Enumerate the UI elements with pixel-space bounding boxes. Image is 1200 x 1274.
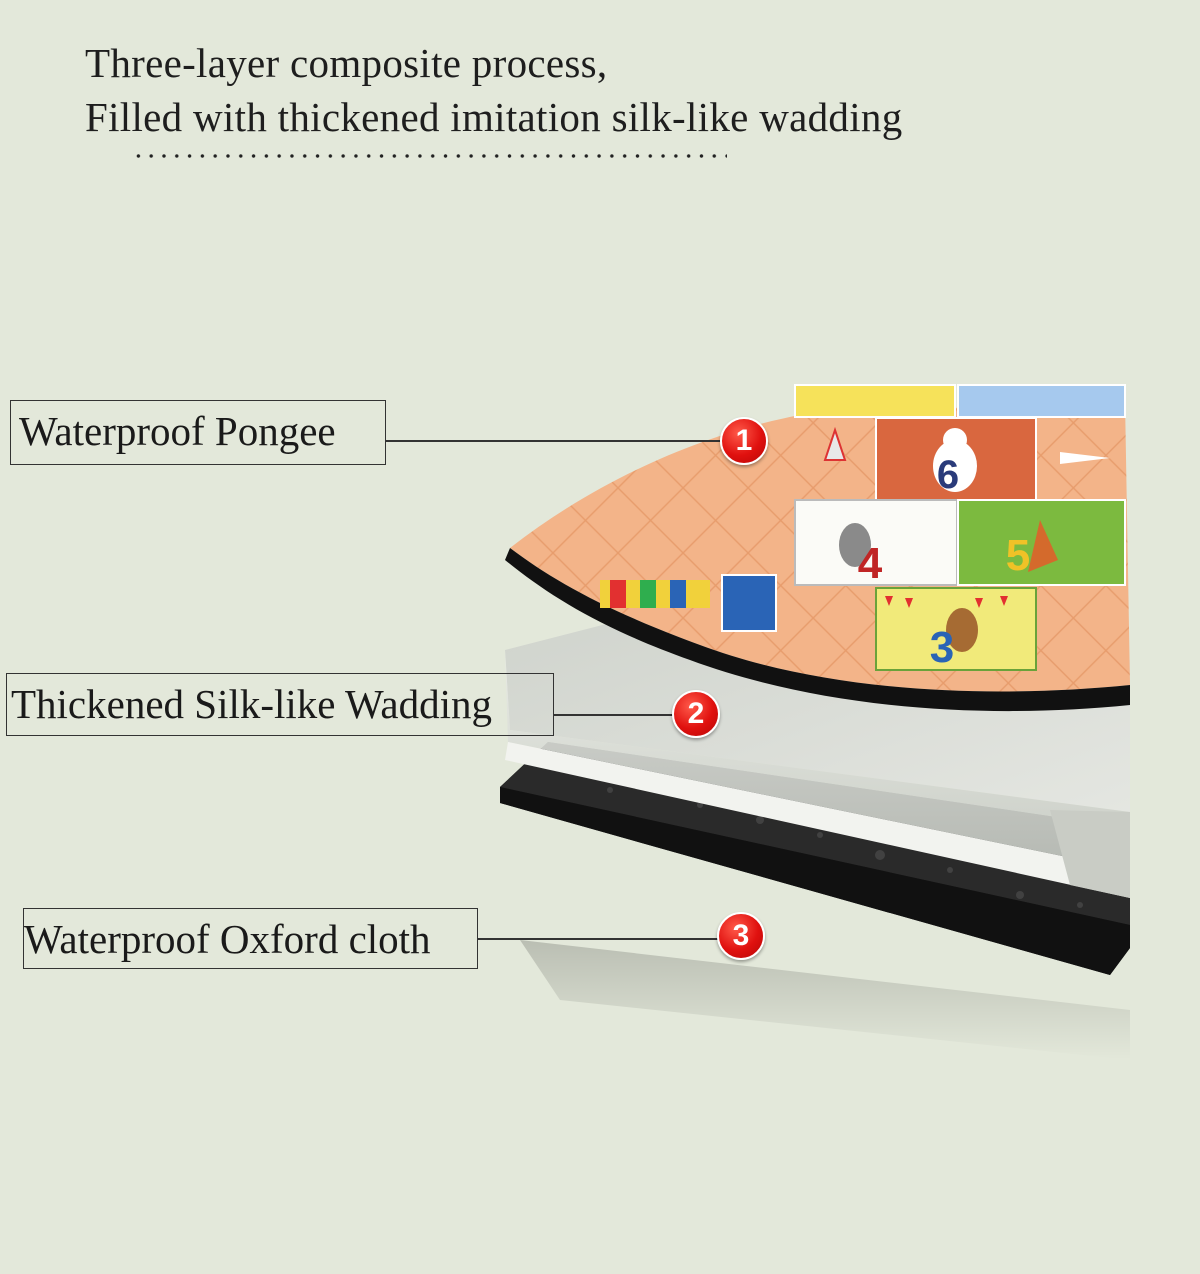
sloth-icon [839, 523, 871, 567]
fox-icon [1028, 520, 1058, 572]
tile-number-4: 4 [858, 539, 883, 588]
dotted-divider [132, 148, 727, 164]
plane-icon [1060, 452, 1110, 464]
tile-number-3: 3 [930, 623, 954, 672]
headline: Three-layer composite process, Filled wi… [85, 36, 903, 144]
rocket-icon [823, 426, 847, 461]
leader-line-2 [554, 714, 676, 716]
bear-cub-icon [946, 608, 978, 652]
tile-number-5: 5 [1006, 531, 1030, 580]
tile-number-6: 6 [937, 453, 959, 497]
bear-icon [933, 428, 977, 492]
label-waterproof-pongee: Waterproof Pongee [10, 400, 386, 465]
leader-line-3 [478, 938, 723, 940]
stack-shadow [520, 940, 1130, 1060]
headline-line-2: Filled with thickened imitation silk-lik… [85, 94, 903, 140]
label-waterproof-oxford-cloth: Waterproof Oxford cloth [23, 908, 478, 969]
pongee-layer: 6 4 5 3 [505, 384, 1130, 712]
leader-line-1 [386, 440, 726, 442]
layer-number-badge-2: 2 [672, 690, 720, 738]
layer-number-badge-1: 1 [720, 417, 768, 465]
layer-number-badge-3: 3 [717, 912, 765, 960]
headline-line-1: Three-layer composite process, [85, 40, 608, 86]
label-silk-like-wadding: Thickened Silk-like Wadding [6, 673, 554, 736]
